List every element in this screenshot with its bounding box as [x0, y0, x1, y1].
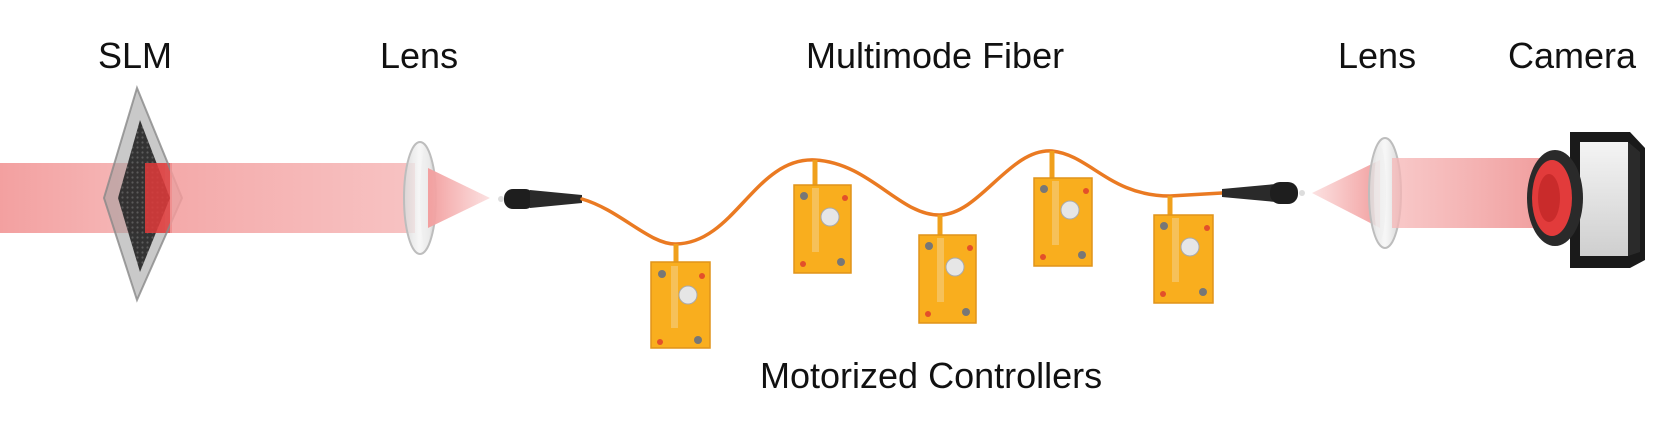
motorized-controller-2 [793, 160, 852, 274]
camera-device [1527, 132, 1645, 268]
lens-left-label: Lens [380, 35, 459, 76]
slm-label: SLM [98, 35, 173, 76]
lens-right-label: Lens [1338, 35, 1417, 76]
motorized-controller-5 [1153, 196, 1214, 304]
slm-device [102, 85, 184, 303]
motorized-controller-4 [1033, 151, 1093, 267]
motorized-controller-1 [650, 244, 711, 349]
multimode-fiber [580, 149, 1224, 246]
output-beam [1392, 158, 1540, 228]
motorized-controller-3 [918, 215, 977, 324]
focusing-cone-left [428, 168, 490, 228]
camera-label: Camera [1508, 35, 1637, 76]
motorized-controllers-label: Motorized Controllers [760, 355, 1103, 396]
fiber-connector-left [498, 189, 582, 209]
multimode-fiber-label: Multimode Fiber [806, 35, 1065, 76]
diverging-cone-right [1312, 160, 1380, 228]
fiber-connector-right [1222, 182, 1305, 204]
modulated-beam [170, 163, 415, 233]
